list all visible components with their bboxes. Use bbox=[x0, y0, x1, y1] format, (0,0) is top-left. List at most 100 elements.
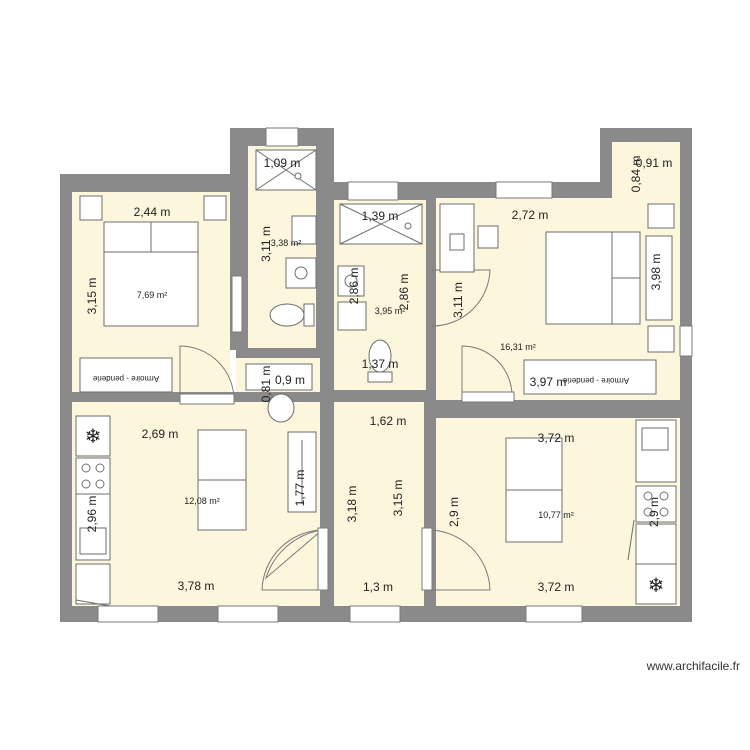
window-bottom-left-1 bbox=[97, 605, 159, 623]
fridge bbox=[75, 415, 111, 457]
nightstand-right-2 bbox=[647, 325, 675, 353]
desk-chair bbox=[477, 225, 499, 249]
nook-height: 0,84 m bbox=[629, 156, 643, 193]
floor-hallway bbox=[334, 402, 424, 606]
bedroom-left-area: 7,69 m² bbox=[137, 290, 168, 300]
window-bottom-hall bbox=[349, 605, 401, 623]
closet-chair bbox=[267, 393, 295, 423]
laptop bbox=[449, 233, 465, 251]
shower-mid-width: 1,39 m bbox=[362, 209, 399, 223]
floor-nook bbox=[612, 142, 680, 200]
bedroom-left-height: 3,15 m bbox=[85, 278, 99, 315]
cabinet-left bbox=[75, 563, 111, 605]
wall-top-bedroom-left bbox=[60, 174, 232, 192]
washer-mid bbox=[337, 265, 365, 297]
wardrobe-left bbox=[79, 357, 173, 393]
door-kitchen-hall-frame bbox=[317, 527, 329, 591]
bedroom-left-width: 2,44 m bbox=[134, 205, 171, 219]
closet-furniture bbox=[245, 363, 313, 423]
bedroom-right-height: 3,11 m bbox=[451, 282, 465, 318]
shower-room-top-furniture bbox=[255, 149, 317, 327]
wall-right-mid bbox=[436, 400, 692, 418]
door-bedroom-right-side bbox=[431, 269, 491, 327]
door-living-hall-frame bbox=[421, 527, 433, 591]
shelf-right bbox=[645, 235, 673, 321]
sink-kitchen-left bbox=[79, 527, 107, 555]
hallway-width-top: 1,62 m bbox=[370, 414, 407, 428]
door-bedroom-right-frame bbox=[461, 391, 515, 403]
bedroom-right-furniture bbox=[439, 203, 675, 395]
bedroom-right-width: 2,72 m bbox=[512, 208, 549, 222]
kitchen-left-inner-height: 1,77 m bbox=[293, 470, 307, 507]
toilet-top bbox=[269, 303, 305, 327]
window-bedroom-left bbox=[231, 275, 243, 333]
bedroom-right-width-bottom: 3,97 m bbox=[530, 375, 567, 389]
closet-height: 0,81 m bbox=[259, 366, 273, 403]
wall-nook-left bbox=[600, 128, 612, 198]
door-bedroom-left bbox=[179, 345, 235, 401]
nightstand-right-1 bbox=[647, 203, 675, 229]
door-bedroom-right bbox=[461, 345, 513, 397]
hallway-height-left: 3,18 m bbox=[345, 486, 359, 523]
nook-width: 0,91 m bbox=[636, 156, 673, 170]
wardrobe-right-label: Armoire - penderie bbox=[562, 376, 629, 385]
living-right-height-right: 2,9 m bbox=[647, 497, 661, 527]
bedroom-left-furniture bbox=[79, 195, 227, 393]
shower-top-width: 1,09 m bbox=[264, 156, 301, 170]
wardrobe-right bbox=[523, 359, 657, 395]
window-right-top bbox=[495, 181, 553, 199]
door-bedroom-left-frame bbox=[179, 393, 235, 405]
nightstand-right bbox=[203, 195, 227, 221]
snowflake-icon: ❄ bbox=[85, 426, 102, 448]
shower-mid-height-inner: 2,86 m bbox=[347, 268, 361, 305]
window-mid-top bbox=[347, 181, 399, 201]
living-right-furniture: ❄ bbox=[505, 419, 677, 605]
wall-closet bbox=[236, 348, 320, 358]
kitchen-left-height: 2,96 m bbox=[85, 496, 99, 533]
sink-mid bbox=[337, 301, 367, 331]
sink-kitchen-right bbox=[635, 419, 677, 483]
living-right-width-top: 3,72 m bbox=[538, 431, 575, 445]
toilet-tank-top bbox=[303, 303, 315, 327]
shower-top-height: 3,11 m bbox=[259, 226, 273, 262]
wall-outer-right bbox=[680, 128, 692, 622]
cooktop bbox=[75, 457, 111, 495]
shower-mid-area: 3,95 m² bbox=[375, 306, 406, 316]
shower-top-area: 3,38 m² bbox=[271, 238, 302, 248]
hallway-height-right: 3,15 m bbox=[391, 480, 405, 517]
door-kitchen-hall bbox=[264, 529, 323, 580]
floor-kitchen-left bbox=[72, 402, 320, 606]
living-right-width-bottom: 3,72 m bbox=[538, 580, 575, 594]
kitchen-left-area: 12,08 m² bbox=[184, 496, 220, 506]
door-kitchen-hall-arc bbox=[261, 529, 323, 591]
shower-room-mid-furniture bbox=[337, 203, 423, 383]
windows bbox=[97, 127, 693, 623]
kitchen-left-furniture: ❄ bbox=[75, 415, 317, 607]
window-bottom-left-2 bbox=[217, 605, 279, 623]
wall-mid-right bbox=[426, 182, 436, 392]
fridge-right bbox=[635, 563, 677, 605]
window-shower-top bbox=[265, 127, 299, 147]
sink-top bbox=[291, 215, 317, 245]
shower-mid-width-bottom: 1,37 m bbox=[362, 357, 399, 371]
wardrobe-left-label: Armoire - penderie bbox=[92, 374, 159, 383]
closet-width: 0,9 m bbox=[275, 373, 305, 387]
washing-machine bbox=[285, 257, 317, 289]
snowflake-icon: ❄ bbox=[648, 575, 665, 597]
hallway-width-bottom: 1,3 m bbox=[363, 580, 393, 594]
shower-mid-height: 2,86 m bbox=[397, 274, 411, 311]
door-living-hall bbox=[427, 529, 491, 591]
watermark: www.archifacile.fr bbox=[646, 659, 740, 673]
cooktop-right bbox=[635, 485, 677, 523]
kitchen-left-width-top: 2,69 m bbox=[142, 427, 179, 441]
window-bottom-right bbox=[525, 605, 583, 623]
doors bbox=[179, 269, 515, 591]
counter-right bbox=[635, 523, 677, 565]
wall-nook-top bbox=[600, 128, 692, 142]
nightstand-left bbox=[79, 195, 103, 221]
living-right-area: 10,77 m² bbox=[538, 510, 574, 520]
bedroom-right-area: 16,31 m² bbox=[500, 342, 536, 352]
living-right-height-left: 2,9 m bbox=[447, 497, 461, 527]
window-right-side bbox=[679, 325, 693, 357]
